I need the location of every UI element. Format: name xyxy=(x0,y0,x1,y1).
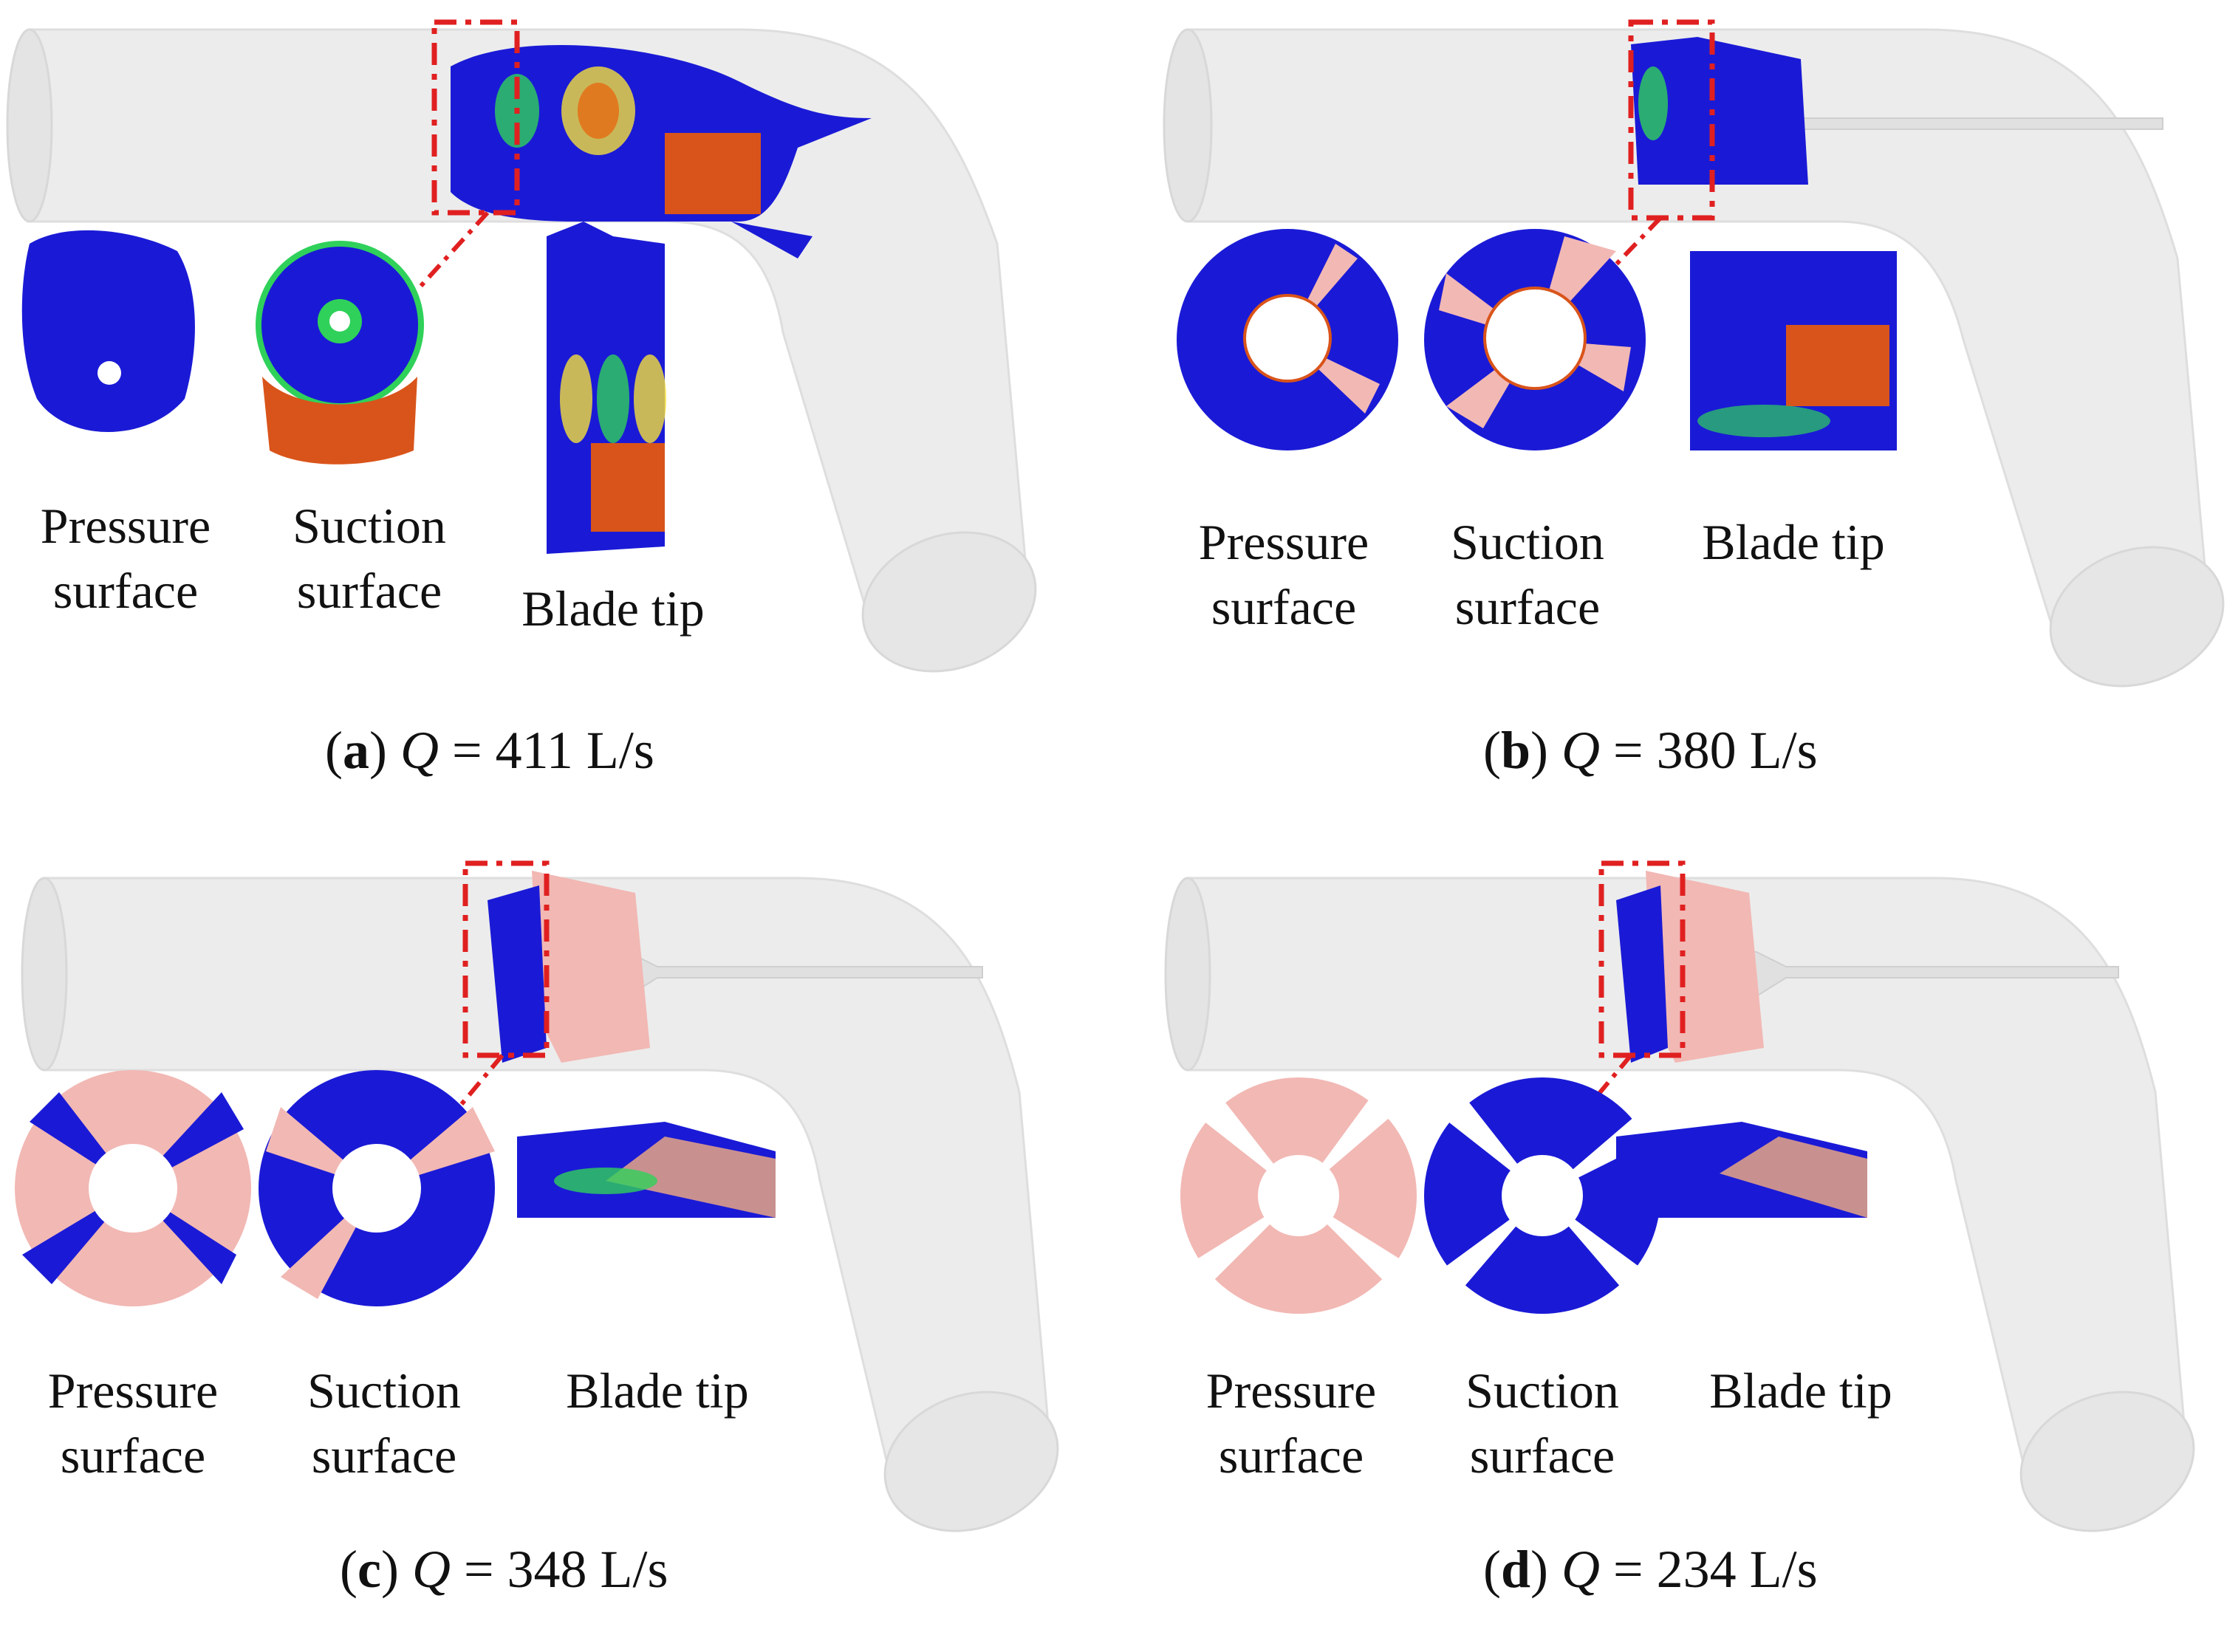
panel-caption: (d) Q = 234 L/s xyxy=(1483,1540,1818,1599)
panel-caption: (c) Q = 348 L/s xyxy=(340,1540,668,1599)
cavity-cloud xyxy=(1616,871,1764,1063)
blade-tip-label: Blade tip xyxy=(1702,514,1885,570)
pressure-surface-label: Pressure surface xyxy=(1205,1363,1377,1484)
suction-surface-label: Suction surface xyxy=(1465,1363,1619,1484)
blade-tip-view xyxy=(1616,1122,1867,1218)
panel-b: Pressure surface Suction surface Blade t… xyxy=(1114,0,2227,826)
blade-tip-label: Blade tip xyxy=(521,580,705,637)
suction-surface-label: Suction surface xyxy=(307,1363,461,1484)
pump-scene-c xyxy=(15,860,1059,1532)
suction-surface-label: Suction surface xyxy=(293,498,446,619)
blade-tip-label: Blade tip xyxy=(1709,1363,1892,1419)
panel-caption: (b) Q = 380 L/s xyxy=(1483,721,1818,780)
elbow-pipe xyxy=(1163,28,2225,688)
suction-surface-label: Suction surface xyxy=(1451,514,1604,635)
suction-surface-view xyxy=(1424,229,1646,450)
blade-tip-view xyxy=(547,222,666,554)
pressure-surface-label: Pressure surface xyxy=(40,498,211,619)
pressure-surface-view xyxy=(1180,1077,1417,1314)
pressure-surface-view xyxy=(1177,229,1398,450)
suction-surface-view xyxy=(259,1070,495,1306)
pump-scene-a xyxy=(6,19,1037,673)
blade-tip-label: Blade tip xyxy=(566,1363,749,1419)
panel-a: Pressure surface Suction surface Blade t… xyxy=(0,0,1113,826)
elbow-pipe xyxy=(21,877,1059,1532)
panel-d: Pressure surface Suction surface Blade t… xyxy=(1114,826,2227,1652)
cavity-cloud xyxy=(451,45,872,258)
pressure-surface-view xyxy=(21,230,195,432)
blade-tip-view xyxy=(1690,251,1897,450)
blade-tip-view xyxy=(517,1122,776,1218)
suction-surface-view xyxy=(256,241,424,465)
pressure-surface-label: Pressure surface xyxy=(1198,514,1369,635)
cavity-cloud xyxy=(1631,37,1808,185)
cavity-cloud xyxy=(488,871,650,1063)
panel-caption: (a) Q = 411 L/s xyxy=(325,721,654,780)
elbow-pipe xyxy=(1164,877,2195,1532)
pressure-surface-view xyxy=(15,1070,251,1306)
pressure-surface-label: Pressure surface xyxy=(47,1363,219,1484)
panel-c: Pressure surface Suction surface Blade t… xyxy=(0,826,1113,1652)
pump-scene-d xyxy=(1164,860,2195,1532)
pump-scene-b xyxy=(1163,19,2225,688)
suction-surface-view xyxy=(1424,1077,1660,1314)
